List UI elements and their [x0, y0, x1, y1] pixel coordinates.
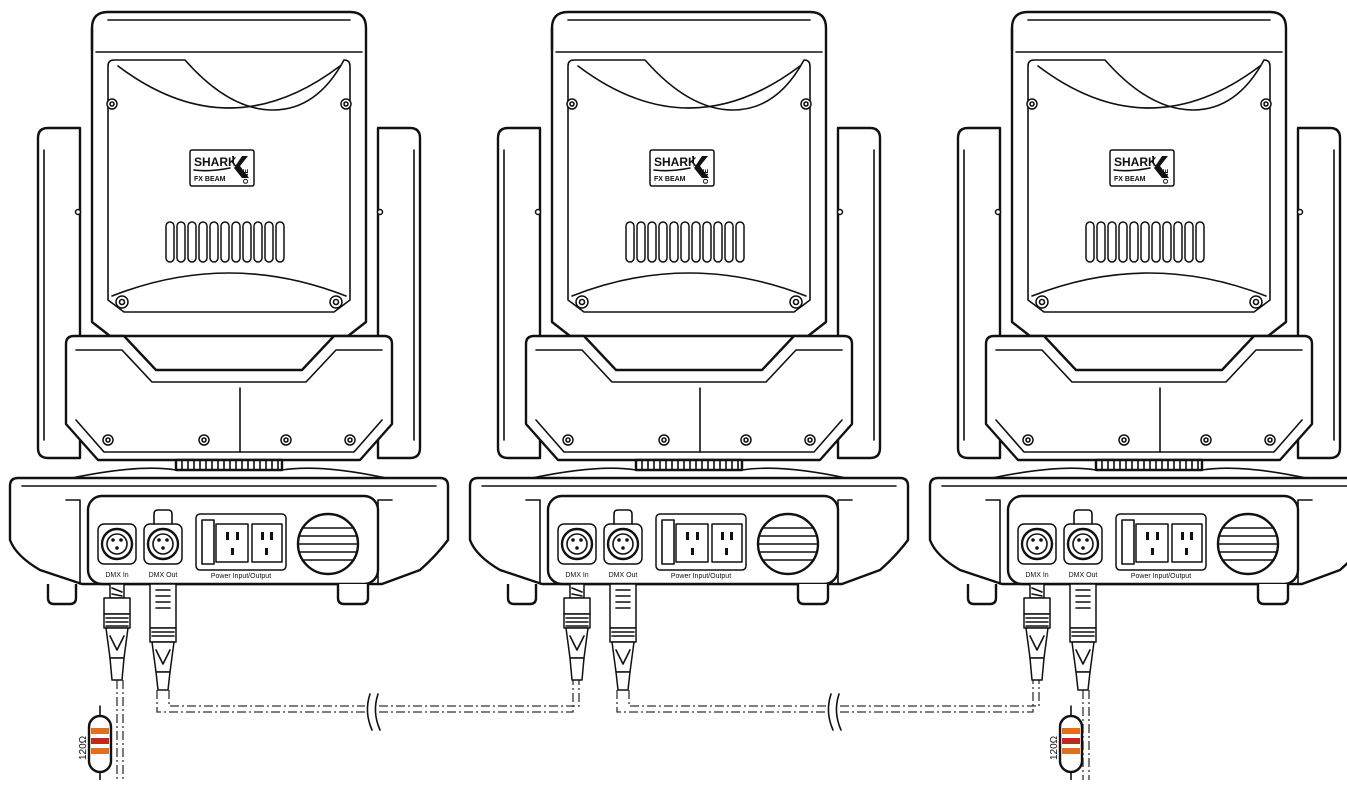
fixture-outline — [8, 10, 450, 692]
resistor-body — [87, 714, 113, 774]
logo-badge: ONE — [703, 169, 710, 185]
brand-logo: SHARK FX BEAM ONE — [1109, 149, 1175, 187]
power-io-label: Power Input/Output — [1131, 573, 1191, 580]
dmx-input-lead-1 — [116, 680, 124, 780]
logo-badge: ONE — [243, 169, 250, 185]
logo-model: FX BEAM — [654, 176, 686, 183]
power-io-label: Power Input/Output — [211, 573, 271, 580]
resistor-body — [1058, 714, 1084, 774]
moving-head-fixture-3: SHARK FX BEAM ONE DMX In DMX Out Power Input/… — [928, 10, 1347, 692]
cable-break-2 — [827, 693, 842, 731]
cable-break-1 — [366, 693, 381, 731]
power-io-label: Power Input/Output — [671, 573, 731, 580]
dmx-out-label: DMX Out — [149, 572, 178, 579]
dmx-output-lead-3 — [1082, 690, 1090, 780]
dmx-out-label: DMX Out — [1069, 572, 1098, 579]
fixture-outline — [468, 10, 910, 692]
fixture-outline — [928, 10, 1347, 692]
terminator-resistor-1: 120Ω — [78, 705, 113, 781]
resistor-value: 120Ω — [1049, 735, 1060, 760]
logo-model: FX BEAM — [1114, 176, 1146, 183]
resistor-value: 120Ω — [78, 735, 89, 760]
logo-badge: ONE — [1163, 169, 1170, 185]
logo-brand: SHARK — [1114, 155, 1157, 169]
dmx-cable-2 — [616, 680, 1040, 713]
brand-logo: SHARK FX BEAM ONE — [649, 149, 715, 187]
dmx-out-label: DMX Out — [609, 572, 638, 579]
dmx-in-label: DMX In — [1025, 572, 1048, 579]
dmx-in-label: DMX In — [565, 572, 588, 579]
moving-head-fixture-2: SHARK FX BEAM ONE DMX In DMX Out Power Input/… — [468, 10, 910, 692]
logo-brand: SHARK — [654, 155, 697, 169]
brand-logo: SHARK FX BEAM ONE — [189, 149, 255, 187]
moving-head-fixture-1: SHARK FX BEAM ONE DMX In DMX Out Power Input/… — [8, 10, 450, 692]
dmx-in-label: DMX In — [105, 572, 128, 579]
logo-model: FX BEAM — [194, 176, 226, 183]
logo-brand: SHARK — [194, 155, 237, 169]
terminator-resistor-2: 120Ω — [1049, 705, 1084, 781]
dmx-cable-1 — [156, 680, 580, 713]
